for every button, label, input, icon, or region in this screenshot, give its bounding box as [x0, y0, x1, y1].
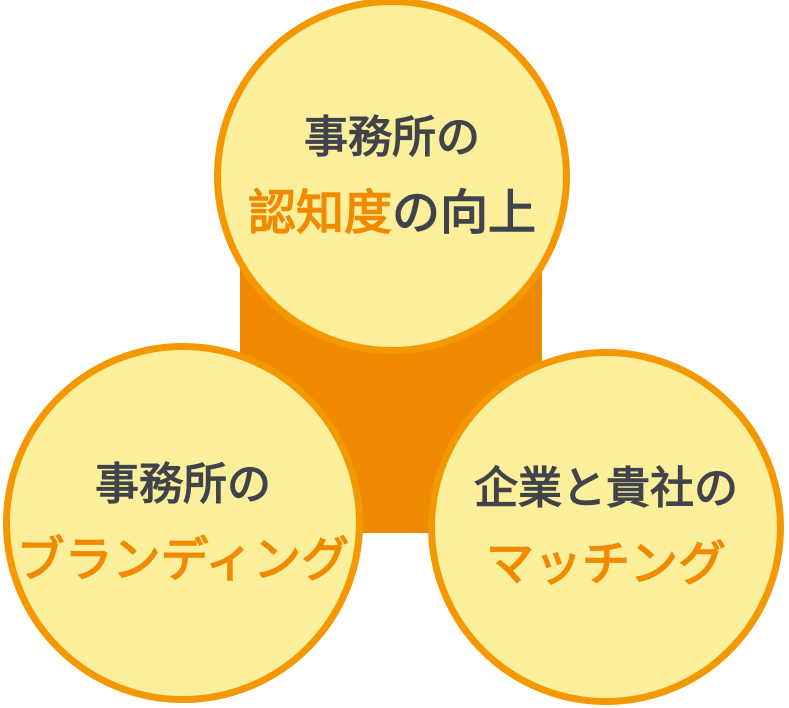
- circle-awareness-line2: 認知度の向上: [248, 176, 536, 252]
- circle-branding-keyword: ブランディング: [16, 534, 350, 587]
- circle-branding-line2: ブランディング: [17, 523, 350, 599]
- circle-branding-line1: 事務所の: [95, 460, 271, 509]
- circle-awareness-line1: 事務所の: [304, 113, 480, 162]
- circle-matching: 企業と貴社の マッチング: [428, 349, 784, 705]
- circle-matching-keyword: マッチング: [485, 538, 726, 591]
- circle-matching-line2: マッチング: [486, 527, 726, 603]
- circle-matching-line1: 企業と貴社の: [474, 464, 738, 513]
- circle-awareness-keyword: 認知度: [247, 187, 392, 240]
- circle-awareness: 事務所の 認知度の向上: [214, 0, 570, 354]
- circle-awareness-line2-rest: の向上: [392, 187, 537, 240]
- circle-branding: 事務所の ブランディング: [3, 343, 363, 703]
